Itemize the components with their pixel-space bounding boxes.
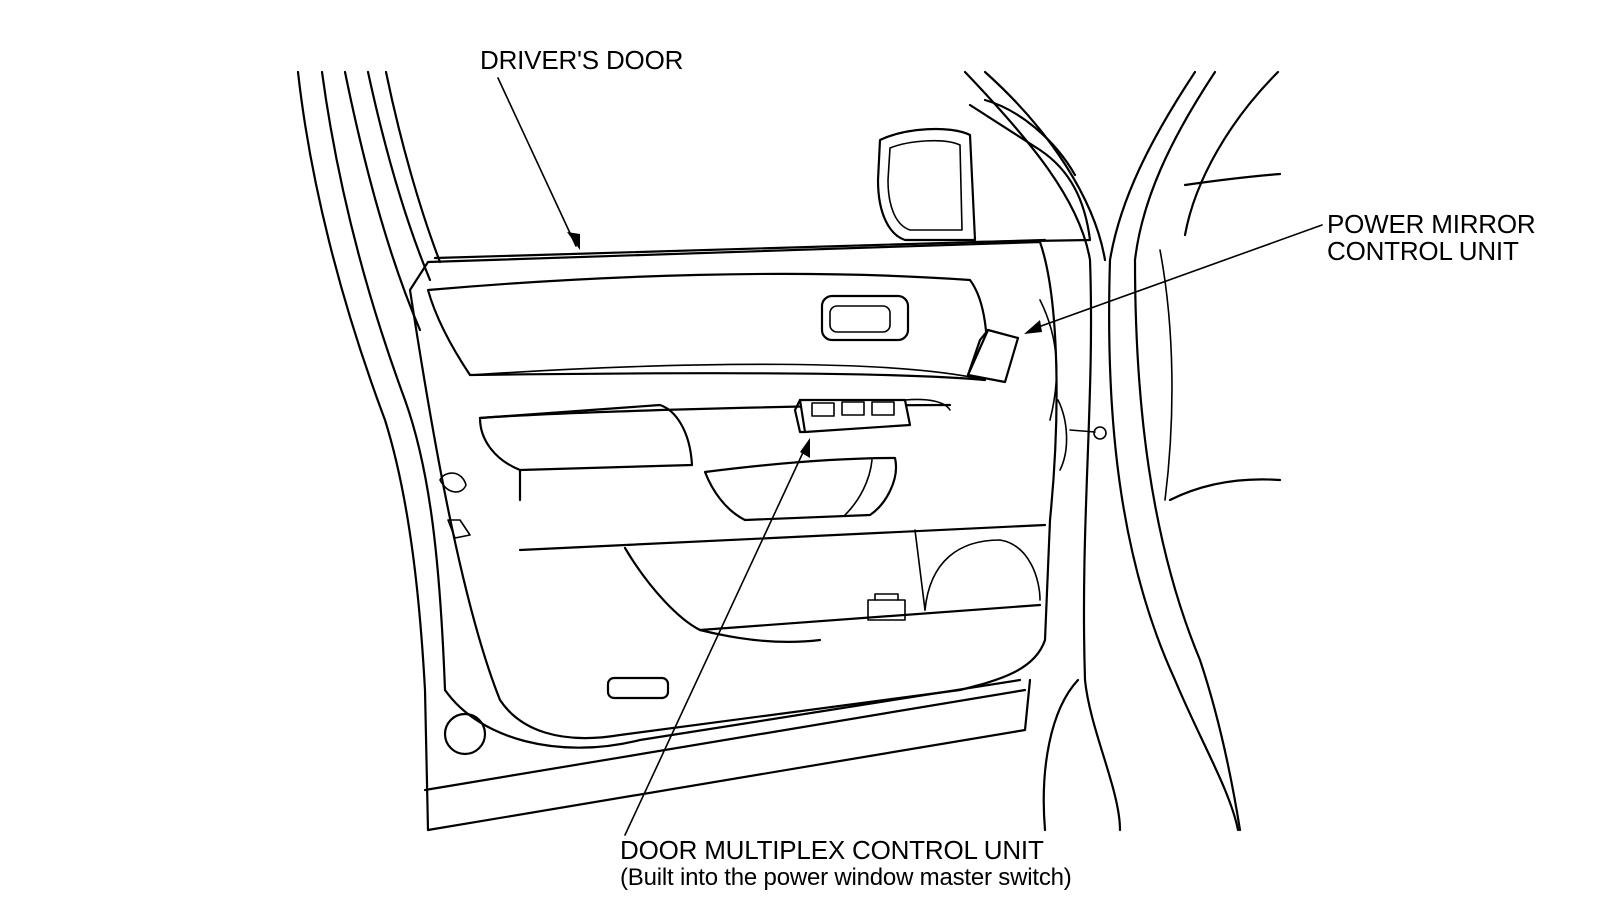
arrowhead-drivers-door xyxy=(567,232,580,250)
leader-lines xyxy=(497,77,1323,836)
arrowhead-door-multiplex xyxy=(800,438,810,458)
leader-door-multiplex xyxy=(624,445,807,836)
label-door-multiplex-line1: DOOR MULTIPLEX CONTROL UNIT xyxy=(620,835,1044,865)
leader-power-mirror xyxy=(1029,224,1323,331)
label-drivers-door: DRIVER'S DOOR xyxy=(480,45,684,75)
label-power-mirror-line2: CONTROL UNIT xyxy=(1327,236,1519,266)
door-frame-outline xyxy=(296,70,1058,832)
body-b-pillar xyxy=(963,70,1282,832)
label-door-multiplex-control-unit: DOOR MULTIPLEX CONTROL UNIT (Built into … xyxy=(620,835,1072,892)
label-door-multiplex-line2: (Built into the power window master swit… xyxy=(620,864,1072,891)
label-power-mirror-line1: POWER MIRROR xyxy=(1327,209,1536,239)
side-mirror xyxy=(876,98,1092,244)
label-power-mirror-control-unit: POWER MIRROR CONTROL UNIT xyxy=(1327,209,1536,266)
door-trim-panel xyxy=(426,272,1047,756)
arrowhead-power-mirror xyxy=(1024,320,1042,334)
leader-drivers-door xyxy=(497,77,577,247)
power-mirror-control-unit-part xyxy=(966,328,1020,384)
window-switch-panel xyxy=(793,398,951,434)
